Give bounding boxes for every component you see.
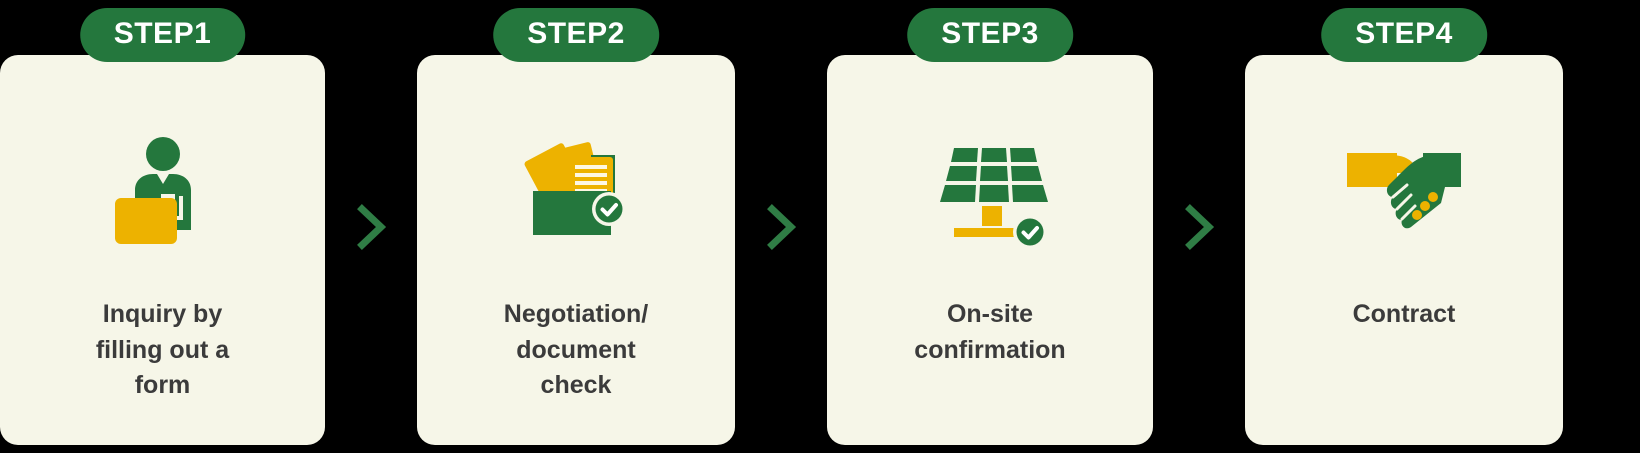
step-label-4: Contract [1352, 300, 1456, 328]
step-badge-1: STEP1 [79, 8, 246, 62]
arrow-step1-step2 [325, 0, 417, 453]
solar-panel-check-icon [827, 130, 1153, 250]
step-label-2: Negotiation/ document check [503, 300, 649, 399]
step-label-3: On-site confirmation [914, 300, 1066, 364]
folder-documents-check-icon [417, 130, 735, 250]
step-badge-2: STEP2 [493, 8, 659, 62]
step-badge-3: STEP3 [907, 8, 1073, 62]
person-at-desk-icon [0, 130, 325, 250]
arrow-step2-step3 [735, 0, 827, 453]
step-card-4[interactable]: STEP4 Contract [1245, 0, 1563, 453]
arrow-step3-step4 [1153, 0, 1245, 453]
handshake-icon [1245, 130, 1563, 250]
card-background-2 [417, 55, 735, 445]
step-card-1[interactable]: STEP1 Inquiry by filling out a form [0, 0, 325, 453]
card-background-4 [1245, 55, 1563, 445]
step-badge-4: STEP4 [1321, 8, 1487, 62]
step-label-1: Inquiry by filling out a form [95, 300, 230, 399]
step-card-2[interactable]: STEP2 [417, 0, 735, 453]
step-card-3[interactable]: STEP3 [827, 0, 1153, 453]
card-background-3 [827, 55, 1153, 445]
card-background-1 [0, 55, 325, 445]
